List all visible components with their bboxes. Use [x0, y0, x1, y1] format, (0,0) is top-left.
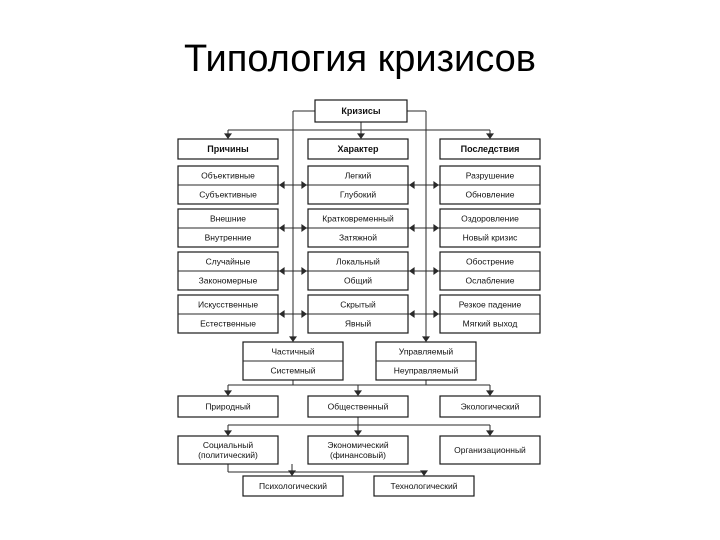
bottom-type-node-box — [373, 475, 475, 497]
arrowhead — [301, 267, 307, 275]
category-pair-item: Оздоровление — [461, 213, 519, 223]
category-pair-item: Ослабление — [466, 275, 515, 285]
arrowhead — [279, 224, 285, 232]
column-header-box — [439, 138, 541, 160]
category-pair-item: Обострение — [466, 256, 514, 266]
source-node: Экологический — [461, 401, 520, 411]
category-pair-item: Общий — [344, 275, 372, 285]
social-type-node-box — [307, 435, 409, 465]
category-pair-item: Закономерные — [199, 275, 258, 285]
social-type-node: Организационный — [454, 445, 526, 455]
arrowhead — [433, 181, 439, 189]
arrowhead — [301, 224, 307, 232]
control-pair-item: Управляемый — [399, 346, 454, 356]
arrowhead — [279, 181, 285, 189]
arrowhead — [422, 336, 430, 342]
arrowhead — [354, 390, 362, 396]
category-pair-item: Мягкий выход — [463, 318, 518, 328]
arrowhead — [409, 267, 415, 275]
arrowhead — [279, 310, 285, 318]
arrowhead — [409, 310, 415, 318]
bottom-type-node-box — [242, 475, 344, 497]
arrowhead — [224, 430, 232, 436]
bottom-type-node: Технологический — [391, 481, 458, 491]
column-header: Последствия — [461, 144, 520, 154]
source-node: Общественный — [328, 401, 389, 411]
category-pair-item: Глубокий — [340, 189, 376, 199]
social-type-node-box — [177, 435, 279, 465]
category-pair-item: Искусственные — [198, 299, 258, 309]
arrowhead — [486, 390, 494, 396]
category-pair-item: Новый кризис — [463, 232, 518, 242]
arrowhead — [433, 224, 439, 232]
category-pair-item: Естественные — [200, 318, 256, 328]
social-type-node-box — [439, 435, 541, 465]
arrowhead — [279, 267, 285, 275]
arrowhead — [354, 430, 362, 436]
arrowhead — [301, 310, 307, 318]
social-type-node: (финансовый) — [330, 450, 386, 460]
source-node-box — [177, 395, 279, 418]
category-pair-item: Явный — [345, 318, 371, 328]
category-pair-item: Резкое падение — [459, 299, 522, 309]
scope-pair-item: Частичный — [271, 346, 315, 356]
arrowhead — [288, 470, 296, 476]
root-node-box — [314, 99, 408, 123]
arrowhead — [486, 133, 494, 139]
category-pair-item: Легкий — [345, 170, 372, 180]
arrowhead — [224, 133, 232, 139]
arrowhead — [409, 224, 415, 232]
slide-title: Типология кризисов — [184, 38, 536, 80]
column-header-box — [177, 138, 279, 160]
arrowhead — [224, 390, 232, 396]
column-header: Характер — [338, 144, 379, 154]
arrowhead — [301, 181, 307, 189]
category-pair-item: Разрушение — [466, 170, 515, 180]
category-pair-item: Затяжной — [339, 232, 377, 242]
root-node: Кризисы — [341, 106, 381, 116]
arrowhead — [289, 336, 297, 342]
category-pair-item: Скрытый — [340, 299, 376, 309]
arrowhead — [433, 267, 439, 275]
category-pair-item: Внутренние — [205, 232, 252, 242]
category-pair-item: Кратковременный — [322, 213, 394, 223]
column-header: Причины — [207, 144, 249, 154]
bottom-type-node: Психологический — [259, 481, 327, 491]
source-node-box — [307, 395, 409, 418]
scope-pair-item: Системный — [270, 365, 315, 375]
arrowhead — [486, 430, 494, 436]
category-pair-item: Субъективные — [199, 189, 257, 199]
social-type-node: Социальный — [203, 440, 253, 450]
social-type-node: Экономический — [327, 440, 389, 450]
arrowhead — [433, 310, 439, 318]
arrowhead — [357, 133, 365, 139]
arrowhead — [420, 470, 428, 476]
control-pair-item: Неуправляемый — [394, 365, 459, 375]
social-type-node: (политический) — [198, 450, 258, 460]
arrowhead — [409, 181, 415, 189]
column-header-box — [307, 138, 409, 160]
category-pair-item: Внешние — [210, 213, 246, 223]
source-node: Природный — [205, 401, 251, 411]
category-pair-item: Локальный — [336, 256, 380, 266]
category-pair-item: Обновление — [465, 189, 514, 199]
source-node-box — [439, 395, 541, 418]
category-pair-item: Объективные — [201, 170, 255, 180]
category-pair-item: Случайные — [206, 256, 251, 266]
